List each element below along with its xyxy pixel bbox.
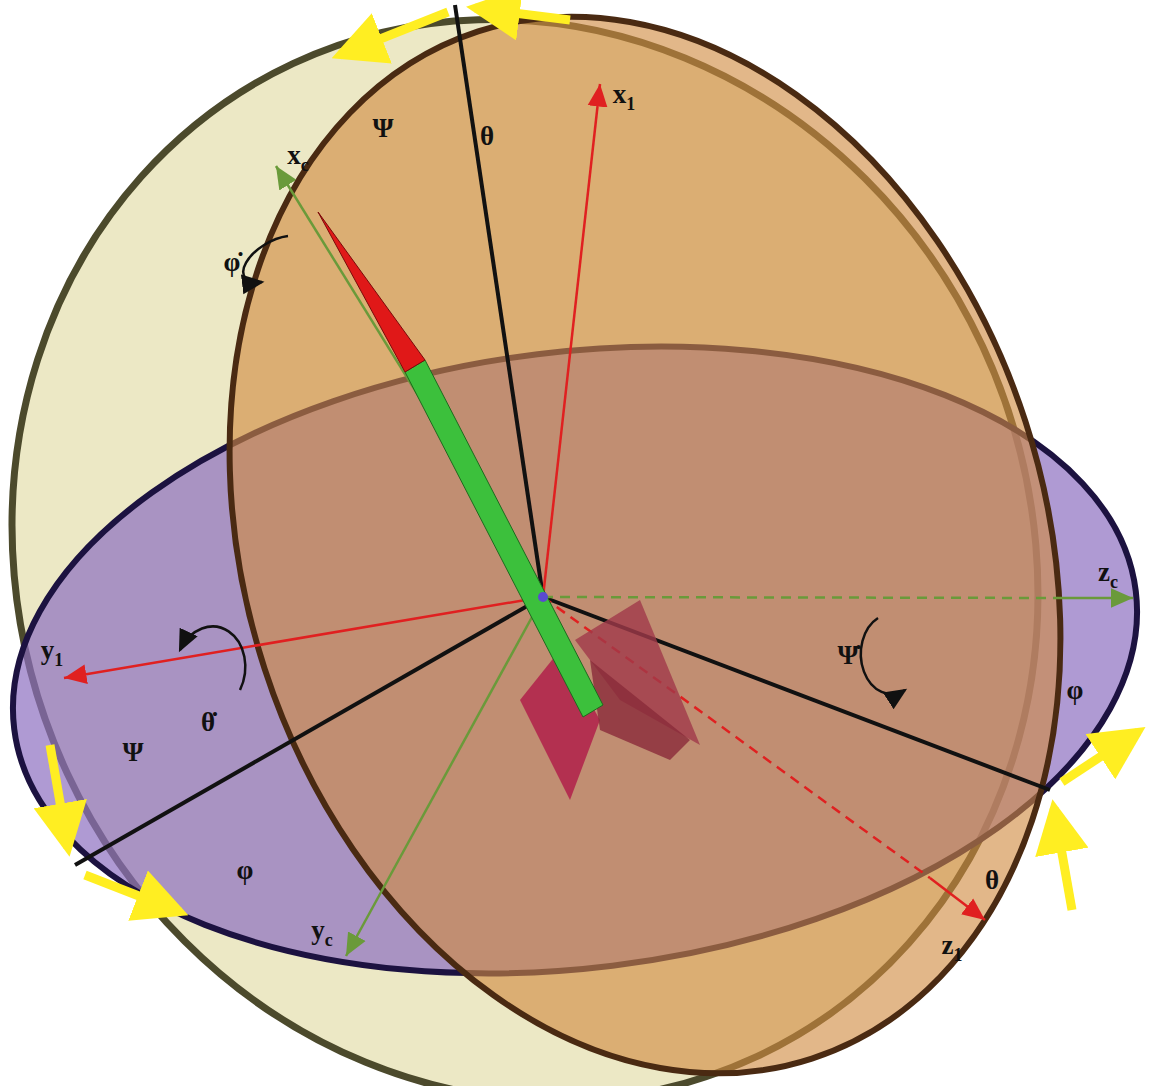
axis-label: zc — [1098, 559, 1118, 586]
angle-label: Ψ — [122, 739, 143, 766]
angle-label: φ — [237, 857, 254, 884]
axis-arrow — [1060, 597, 1133, 600]
rate-label: Ψ̇ — [837, 642, 858, 669]
axis-label: y1 — [41, 637, 64, 664]
direction-arrow — [50, 8, 1138, 912]
plane-ellipse — [98, 0, 1157, 1086]
angle-label: Ψ — [372, 115, 393, 142]
angle-label: θ — [985, 867, 999, 894]
axis-arrow — [930, 878, 985, 920]
axis-label: x1 — [613, 81, 636, 108]
axis-label: xc — [287, 142, 309, 169]
angle-label: θ — [480, 123, 494, 150]
axis-label: yc — [311, 917, 333, 944]
angle-label: φ — [1067, 677, 1084, 704]
rate-label: φ̇ — [224, 249, 241, 276]
axis-label: z1 — [942, 932, 963, 959]
axis-arrow — [64, 597, 543, 678]
axis-arrow — [346, 597, 543, 956]
rocket — [318, 212, 700, 800]
rate-label: θ̇ — [201, 709, 215, 736]
axis-arrow — [543, 84, 600, 597]
